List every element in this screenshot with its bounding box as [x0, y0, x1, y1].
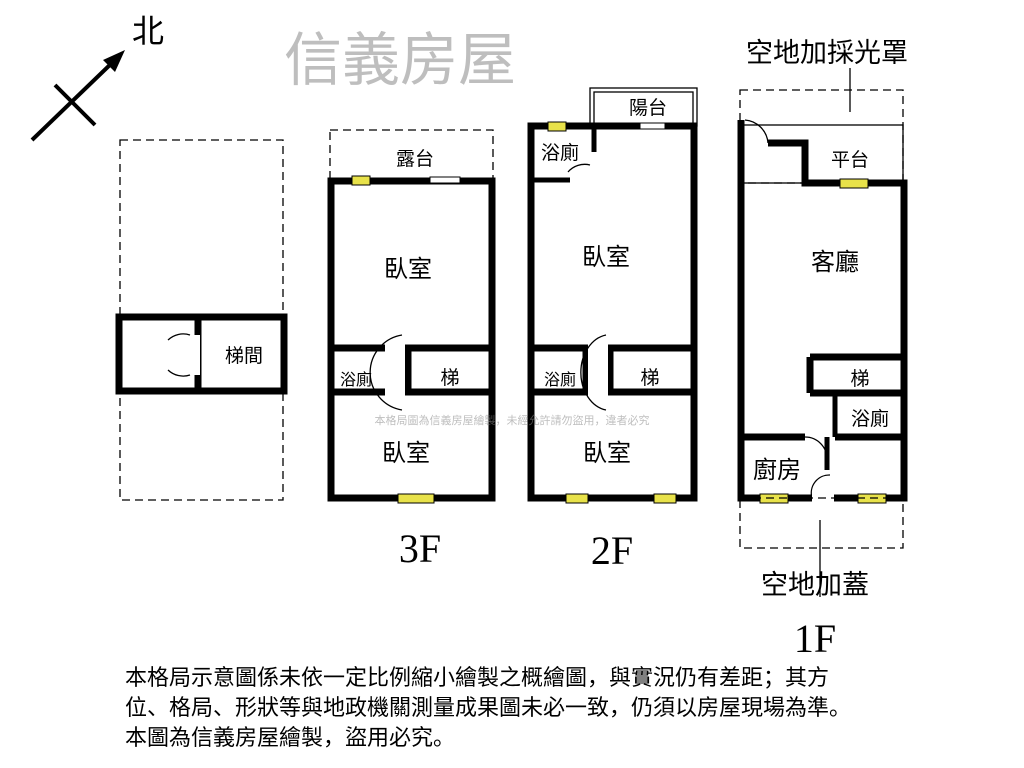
3f-bedroom-top-label: 臥室 [384, 255, 432, 283]
watermark: 信義房屋 本格局圖為信義房屋繪製，未經允許請勿盜用，違者必究 [284, 26, 650, 427]
2f-balcony-label: 陽台 [629, 97, 667, 119]
2f-label: 2F [591, 528, 633, 573]
2f-stairs-label: 梯 [640, 367, 659, 389]
3f-terrace-label: 露台 [396, 148, 434, 170]
floor-2-plan [527, 87, 698, 504]
disclaimer-line: 本圖為信義房屋繪製，盜用必究。 [125, 726, 456, 751]
disclaimer-line: 本格局示意圖係未依一定比例縮小繪製之概繪圖，與實況仍有差距；其方 [125, 666, 830, 691]
2f-bath-top-label: 浴廁 [541, 141, 579, 164]
3f-label: 3F [399, 526, 441, 571]
1f-living-label: 客廳 [811, 248, 859, 276]
floor-3-plan [327, 129, 496, 504]
north-label: 北 [132, 13, 164, 49]
floor-1-plan [737, 68, 908, 597]
2f-bedroom-bottom-label: 臥室 [583, 439, 631, 467]
stair-room-label: 梯間 [225, 345, 263, 367]
compass-icon [30, 50, 125, 142]
rooftop-plan [115, 139, 288, 501]
watermark-notice: 本格局圖為信義房屋繪製，未經允許請勿盜用，違者必究 [375, 413, 650, 427]
1f-bath-label: 浴廁 [851, 407, 889, 430]
3f-bath-label: 浴廁 [340, 370, 372, 389]
1f-stairs-label: 梯 [850, 368, 869, 390]
watermark-brand: 信義房屋 [284, 26, 516, 94]
2f-bath-label: 浴廁 [544, 370, 576, 389]
disclaimer: 本格局示意圖係未依一定比例縮小繪製之概繪圖，與實況仍有差距；其方 位、格局、形狀… [125, 664, 1005, 754]
1f-kitchen-label: 廚房 [753, 456, 801, 484]
3f-bedroom-bottom-label: 臥室 [382, 439, 430, 467]
1f-label: 1F [794, 616, 836, 661]
1f-addition-note: 空地加蓋 [761, 570, 869, 601]
2f-bedroom-top-label: 臥室 [582, 243, 630, 271]
disclaimer-line: 位、格局、形狀等與地政機關測量成果圖未必一致，仍須以房屋現場為準。 [125, 696, 852, 721]
1f-skylight-note: 空地加採光罩 [746, 38, 908, 69]
3f-stairs-label: 梯 [440, 367, 459, 389]
1f-platform-label: 平台 [831, 149, 869, 171]
